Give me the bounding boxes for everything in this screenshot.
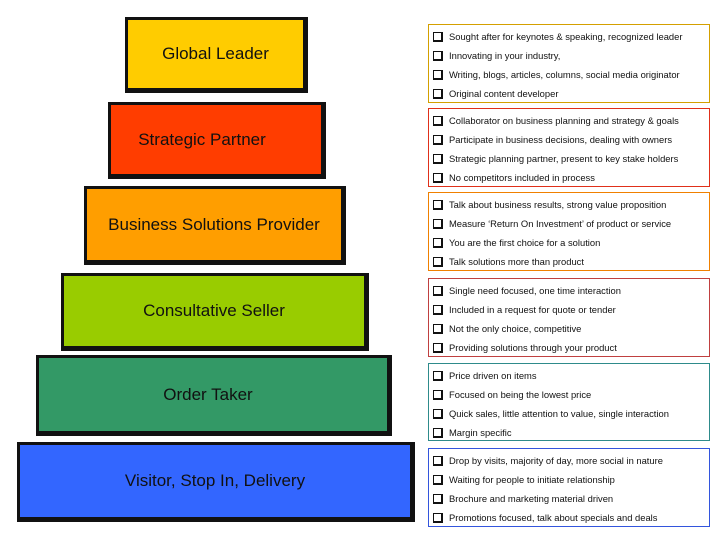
- list-item: Talk about business results, strong valu…: [433, 195, 705, 214]
- tier-business-solutions-provider: Business Solutions Provider: [84, 186, 346, 265]
- checkbox-bullet-icon: [433, 342, 443, 353]
- checkbox-bullet-icon: [433, 304, 443, 315]
- tier-visitor-stop-in-delivery: Visitor, Stop In, Delivery: [17, 442, 415, 522]
- checkbox-bullet-icon: [433, 285, 443, 296]
- tier-order-taker: Order Taker: [36, 355, 392, 436]
- checkbox-bullet-icon: [433, 512, 443, 523]
- list-item: Margin specific: [433, 423, 705, 442]
- list-item: Not the only choice, competitive: [433, 319, 705, 338]
- checkbox-bullet-icon: [433, 153, 443, 164]
- description-box-strategic-partner: Collaborator on business planning and st…: [428, 108, 710, 187]
- tier-label: Business Solutions Provider: [108, 214, 320, 234]
- tier-label: Strategic Partner: [138, 129, 266, 149]
- list-item: Drop by visits, majority of day, more so…: [433, 451, 705, 470]
- description-box-global-leader: Sought after for keynotes & speaking, re…: [428, 24, 710, 103]
- checkbox-bullet-icon: [433, 408, 443, 419]
- list-item: Measure ‘Return On Investment’ of produc…: [433, 214, 705, 233]
- list-item: Writing, blogs, articles, columns, socia…: [433, 65, 705, 84]
- checkbox-bullet-icon: [433, 237, 443, 248]
- list-item: Promotions focused, talk about specials …: [433, 508, 705, 527]
- tier-label: Consultative Seller: [143, 301, 285, 320]
- checkbox-bullet-icon: [433, 88, 443, 99]
- checkbox-bullet-icon: [433, 115, 443, 126]
- checkbox-bullet-icon: [433, 427, 443, 438]
- checkbox-bullet-icon: [433, 31, 443, 42]
- checkbox-bullet-icon: [433, 389, 443, 400]
- list-item: Strategic planning partner, present to k…: [433, 149, 705, 168]
- list-item: Brochure and marketing material driven: [433, 489, 705, 508]
- list-item: Price driven on items: [433, 366, 705, 385]
- list-item: Providing solutions through your product: [433, 338, 705, 357]
- checkbox-bullet-icon: [433, 256, 443, 267]
- list-item: Participate in business decisions, deali…: [433, 130, 705, 149]
- tier-label: Order Taker: [163, 384, 253, 404]
- description-box-business-solutions-provider: Talk about business results, strong valu…: [428, 192, 710, 271]
- list-item: Collaborator on business planning and st…: [433, 111, 705, 130]
- list-item: Single need focused, one time interactio…: [433, 281, 705, 300]
- list-item: Waiting for people to initiate relations…: [433, 470, 705, 489]
- list-item: Quick sales, little attention to value, …: [433, 404, 705, 423]
- list-item: No competitors included in process: [433, 168, 705, 187]
- checkbox-bullet-icon: [433, 370, 443, 381]
- checkbox-bullet-icon: [433, 199, 443, 210]
- list-item: Original content developer: [433, 84, 705, 103]
- checkbox-bullet-icon: [433, 493, 443, 504]
- list-item: Talk solutions more than product: [433, 252, 705, 271]
- description-box-consultative-seller: Single need focused, one time interactio…: [428, 278, 710, 357]
- description-box-visitor-stop-in-delivery: Drop by visits, majority of day, more so…: [428, 448, 710, 527]
- description-box-order-taker: Price driven on items Focused on being t…: [428, 363, 710, 441]
- checkbox-bullet-icon: [433, 474, 443, 485]
- checkbox-bullet-icon: [433, 134, 443, 145]
- list-item: Innovating in your industry,: [433, 46, 705, 65]
- checkbox-bullet-icon: [433, 50, 443, 61]
- checkbox-bullet-icon: [433, 455, 443, 466]
- checkbox-bullet-icon: [433, 218, 443, 229]
- tier-label: Global Leader: [162, 44, 269, 63]
- list-item: Included in a request for quote or tende…: [433, 300, 705, 319]
- checkbox-bullet-icon: [433, 69, 443, 80]
- tier-label: Visitor, Stop In, Delivery: [124, 471, 306, 490]
- list-item: You are the first choice for a solution: [433, 233, 705, 252]
- tier-global-leader: Global Leader: [125, 17, 308, 93]
- tier-strategic-partner: Strategic Partner: [108, 102, 326, 179]
- list-item: Focused on being the lowest price: [433, 385, 705, 404]
- list-item: Sought after for keynotes & speaking, re…: [433, 27, 705, 46]
- checkbox-bullet-icon: [433, 172, 443, 183]
- tier-consultative-seller: Consultative Seller: [61, 273, 369, 351]
- checkbox-bullet-icon: [433, 323, 443, 334]
